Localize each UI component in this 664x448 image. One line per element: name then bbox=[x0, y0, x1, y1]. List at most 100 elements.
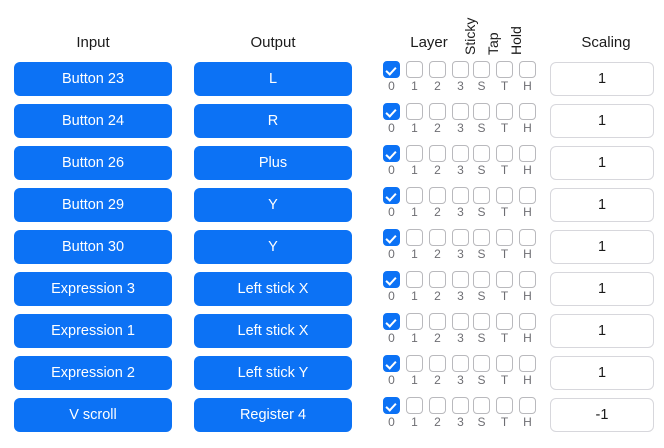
mode-checkbox-hold[interactable] bbox=[519, 313, 536, 330]
mode-checkbox-tap[interactable] bbox=[496, 61, 513, 78]
mode-checkbox-tap[interactable] bbox=[496, 103, 513, 120]
layer-checkbox-cell: 3 bbox=[449, 145, 472, 177]
layer-checkbox-2[interactable] bbox=[429, 271, 446, 288]
layer-checkbox-0[interactable] bbox=[383, 145, 400, 162]
layer-checkbox-0[interactable] bbox=[383, 271, 400, 288]
layer-checkbox-1[interactable] bbox=[406, 271, 423, 288]
mode-checkbox-tap[interactable] bbox=[496, 187, 513, 204]
layer-checkbox-2[interactable] bbox=[429, 61, 446, 78]
mode-checkbox-hold[interactable] bbox=[519, 229, 536, 246]
layer-checkbox-2[interactable] bbox=[429, 103, 446, 120]
scaling-input[interactable] bbox=[550, 188, 654, 222]
layer-checkbox-label: 2 bbox=[434, 121, 441, 135]
layer-checkbox-label: 1 bbox=[411, 205, 418, 219]
mode-checkbox-sticky[interactable] bbox=[473, 229, 490, 246]
layer-checkbox-3[interactable] bbox=[452, 355, 469, 372]
layer-checkbox-2[interactable] bbox=[429, 229, 446, 246]
layer-checkbox-0[interactable] bbox=[383, 61, 400, 78]
layer-checkbox-3[interactable] bbox=[452, 397, 469, 414]
mode-checkbox-sticky[interactable] bbox=[473, 103, 490, 120]
layer-checkbox-label: 3 bbox=[457, 121, 464, 135]
layer-checkbox-0[interactable] bbox=[383, 355, 400, 372]
mode-checkbox-hold[interactable] bbox=[519, 145, 536, 162]
mode-checkbox-tap[interactable] bbox=[496, 229, 513, 246]
output-button[interactable]: Left stick X bbox=[194, 314, 352, 348]
mode-checkbox-tap[interactable] bbox=[496, 145, 513, 162]
mode-checkbox-sticky[interactable] bbox=[473, 271, 490, 288]
scaling-input[interactable] bbox=[550, 398, 654, 432]
input-button[interactable]: Button 29 bbox=[14, 188, 172, 222]
scaling-input[interactable] bbox=[550, 62, 654, 96]
input-button[interactable]: Button 23 bbox=[14, 62, 172, 96]
layer-checkbox-1[interactable] bbox=[406, 397, 423, 414]
input-button[interactable]: Button 30 bbox=[14, 230, 172, 264]
layer-checkbox-0[interactable] bbox=[383, 229, 400, 246]
output-button[interactable]: Plus bbox=[194, 146, 352, 180]
output-button[interactable]: Register 4 bbox=[194, 398, 352, 432]
scaling-input[interactable] bbox=[550, 356, 654, 390]
layer-checkbox-1[interactable] bbox=[406, 187, 423, 204]
output-button[interactable]: Left stick X bbox=[194, 272, 352, 306]
layer-checkbox-3[interactable] bbox=[452, 145, 469, 162]
mode-checkbox-hold[interactable] bbox=[519, 61, 536, 78]
mode-checkbox-label: S bbox=[477, 415, 486, 429]
mode-checkbox-tap[interactable] bbox=[496, 355, 513, 372]
output-button[interactable]: Left stick Y bbox=[194, 356, 352, 390]
layer-checkbox-1[interactable] bbox=[406, 313, 423, 330]
mode-checkbox-sticky[interactable] bbox=[473, 355, 490, 372]
layer-checkbox-0[interactable] bbox=[383, 103, 400, 120]
mode-checkbox-hold[interactable] bbox=[519, 271, 536, 288]
mode-checkbox-hold[interactable] bbox=[519, 103, 536, 120]
mode-checkbox-tap[interactable] bbox=[496, 313, 513, 330]
mode-checkbox-sticky[interactable] bbox=[473, 313, 490, 330]
mode-checkbox-sticky[interactable] bbox=[473, 61, 490, 78]
input-button[interactable]: Button 26 bbox=[14, 146, 172, 180]
layer-checkbox-2[interactable] bbox=[429, 313, 446, 330]
output-button[interactable]: L bbox=[194, 62, 352, 96]
mode-checkbox-sticky[interactable] bbox=[473, 397, 490, 414]
layer-checkbox-1[interactable] bbox=[406, 103, 423, 120]
input-button[interactable]: Expression 2 bbox=[14, 356, 172, 390]
mode-checkbox-hold[interactable] bbox=[519, 397, 536, 414]
mode-checkbox-hold[interactable] bbox=[519, 355, 536, 372]
layer-checkbox-2[interactable] bbox=[429, 397, 446, 414]
mode-checkbox-sticky[interactable] bbox=[473, 145, 490, 162]
output-button[interactable]: Y bbox=[194, 230, 352, 264]
layer-checkbox-cell: 3 bbox=[449, 103, 472, 135]
layer-checkbox-3[interactable] bbox=[452, 187, 469, 204]
layer-checkbox-3[interactable] bbox=[452, 61, 469, 78]
mode-checkbox-sticky[interactable] bbox=[473, 187, 490, 204]
mode-checkbox-tap[interactable] bbox=[496, 397, 513, 414]
layer-checkbox-0[interactable] bbox=[383, 187, 400, 204]
input-button[interactable]: Expression 1 bbox=[14, 314, 172, 348]
layer-checkbox-0[interactable] bbox=[383, 397, 400, 414]
layer-checkbox-3[interactable] bbox=[452, 103, 469, 120]
output-button[interactable]: R bbox=[194, 104, 352, 138]
scaling-input[interactable] bbox=[550, 146, 654, 180]
layer-checkbox-1[interactable] bbox=[406, 229, 423, 246]
layer-checkbox-label: 3 bbox=[457, 289, 464, 303]
layer-checkbox-1[interactable] bbox=[406, 61, 423, 78]
input-button[interactable]: Expression 3 bbox=[14, 272, 172, 306]
scaling-input[interactable] bbox=[550, 104, 654, 138]
layer-checkbox-3[interactable] bbox=[452, 271, 469, 288]
output-button[interactable]: Y bbox=[194, 188, 352, 222]
mode-checkbox-hold[interactable] bbox=[519, 187, 536, 204]
mode-checkbox-tap[interactable] bbox=[496, 271, 513, 288]
layer-checkbox-2[interactable] bbox=[429, 187, 446, 204]
layer-checkbox-1[interactable] bbox=[406, 355, 423, 372]
scaling-input[interactable] bbox=[550, 314, 654, 348]
layer-checkbox-label: 2 bbox=[434, 415, 441, 429]
input-button[interactable]: Button 24 bbox=[14, 104, 172, 138]
layer-checkbox-0[interactable] bbox=[383, 313, 400, 330]
scaling-input[interactable] bbox=[550, 230, 654, 264]
input-button[interactable]: V scroll bbox=[14, 398, 172, 432]
layer-checkbox-2[interactable] bbox=[429, 145, 446, 162]
layer-checkbox-3[interactable] bbox=[452, 229, 469, 246]
layer-checkbox-cell: 3 bbox=[449, 313, 472, 345]
scaling-input[interactable] bbox=[550, 272, 654, 306]
layer-checkbox-1[interactable] bbox=[406, 145, 423, 162]
layer-checkbox-3[interactable] bbox=[452, 313, 469, 330]
layer-checkbox-2[interactable] bbox=[429, 355, 446, 372]
